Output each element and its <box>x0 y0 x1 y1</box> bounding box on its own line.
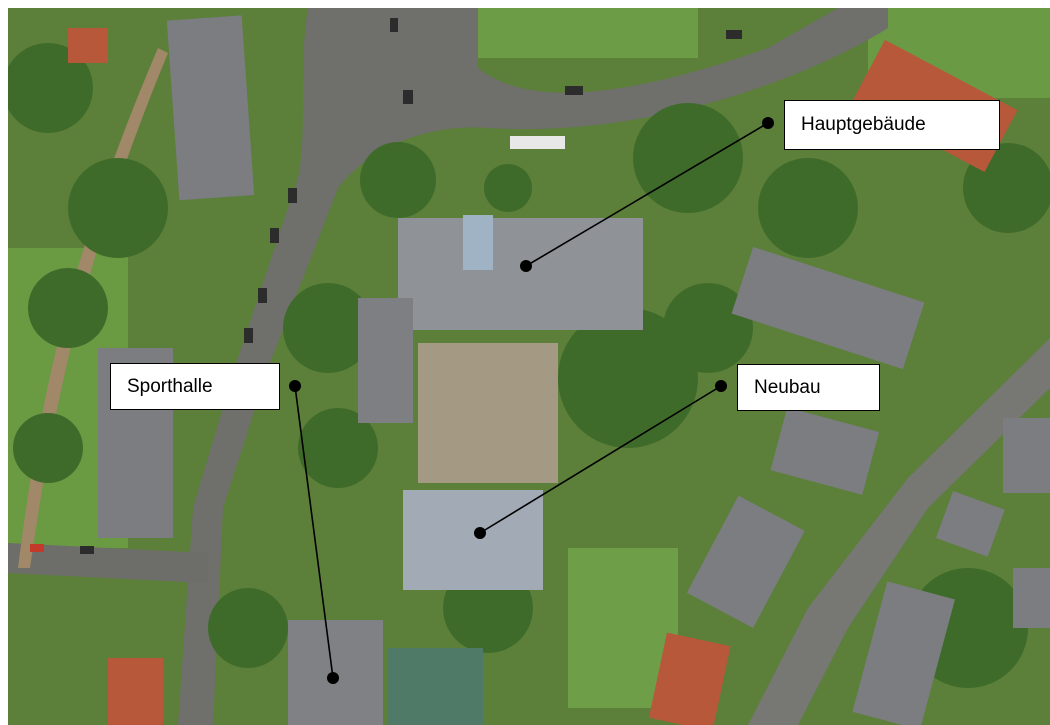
main-building-tower <box>463 215 493 270</box>
label-hauptgebaeude: Hauptgebäude <box>784 100 1000 150</box>
main-building-roof <box>398 218 643 330</box>
side-road-west <box>8 543 208 583</box>
red-car <box>30 544 44 552</box>
footpath <box>18 48 168 568</box>
label-neubau: Neubau <box>737 364 880 411</box>
road-southeast <box>748 338 1050 725</box>
new-building-roof <box>403 490 543 590</box>
cars <box>80 18 742 554</box>
residential-gray <box>98 15 1050 725</box>
label-neubau-text: Neubau <box>754 376 821 398</box>
markers <box>289 117 774 684</box>
leader-lines <box>294 122 769 679</box>
grass-north <box>478 8 698 58</box>
label-sporthalle-text: Sporthalle <box>127 375 213 397</box>
gym-roof <box>288 620 383 725</box>
label-hauptgebaeude-text: Hauptgebäude <box>801 114 926 135</box>
west-wing-roof <box>358 298 413 423</box>
sports-court <box>388 648 483 725</box>
schoolyard <box>418 343 558 483</box>
bus <box>510 136 565 149</box>
label-sporthalle: Sporthalle <box>110 363 280 410</box>
